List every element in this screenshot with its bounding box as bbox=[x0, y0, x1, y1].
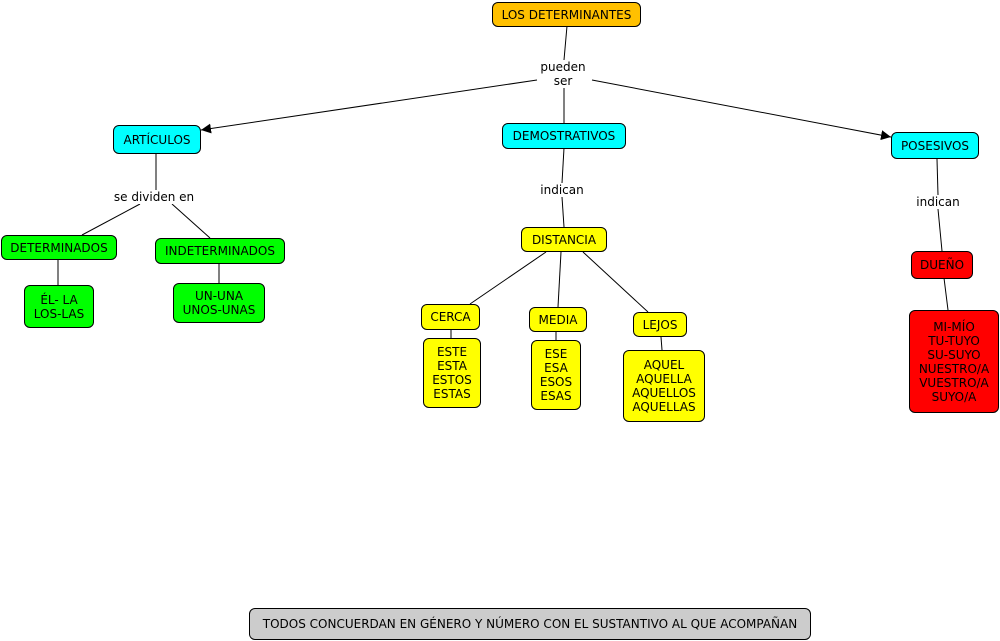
link-label-to-determinados bbox=[81, 203, 141, 236]
node-lejos[interactable]: LEJOS bbox=[633, 312, 687, 337]
root-node-los-determinantes[interactable]: LOS DETERMINANTES bbox=[492, 2, 641, 27]
link-label-to-indeterminados bbox=[171, 203, 211, 239]
arrow-to-articulos bbox=[200, 79, 538, 134]
node-cerca[interactable]: CERCA bbox=[421, 304, 480, 330]
articulos-link-label: se dividen en bbox=[111, 190, 197, 204]
posesivos-link-label: indican bbox=[914, 195, 962, 209]
node-dueno-examples[interactable]: MI-MÍO TU-TUYO SU-SUYO NUESTRO/A VUESTRO… bbox=[909, 310, 999, 413]
node-dueno[interactable]: DUEÑO bbox=[911, 251, 973, 279]
node-determinados-examples[interactable]: ÉL- LA LOS-LAS bbox=[24, 285, 94, 328]
node-indeterminados[interactable]: INDETERMINADOS bbox=[155, 238, 285, 264]
link-distancia-to-lejos bbox=[582, 251, 649, 313]
arrow-to-posesivos bbox=[591, 79, 892, 141]
node-demostrativos[interactable]: DEMOSTRATIVOS bbox=[502, 123, 626, 149]
node-lejos-examples[interactable]: AQUEL AQUELLA AQUELLOS AQUELLAS bbox=[623, 350, 705, 422]
node-distancia[interactable]: DISTANCIA bbox=[521, 227, 607, 252]
link-lejos-to-examples bbox=[660, 336, 663, 351]
note-concordancia[interactable]: TODOS CONCUERDAN EN GÉNERO Y NÚMERO CON … bbox=[249, 608, 811, 640]
link-dueno-to-examples bbox=[943, 277, 949, 311]
demostrativos-link-label: indican bbox=[538, 183, 586, 197]
node-media[interactable]: MEDIA bbox=[529, 307, 587, 332]
link-demostrativos-to-label bbox=[561, 147, 565, 184]
link-distancia-to-media bbox=[557, 251, 562, 308]
root-link-label: pueden ser bbox=[538, 60, 588, 88]
node-articulos[interactable]: ARTÍCULOS bbox=[113, 125, 201, 154]
link-label-to-dueno bbox=[937, 208, 943, 252]
node-determinados[interactable]: DETERMINADOS bbox=[1, 235, 117, 260]
node-indeterminados-examples[interactable]: UN-UNA UNOS-UNAS bbox=[173, 283, 265, 323]
link-distancia-to-cerca bbox=[469, 251, 547, 305]
node-media-examples[interactable]: ESE ESA ESOS ESAS bbox=[531, 340, 581, 410]
link-root-to-label bbox=[563, 25, 568, 61]
link-posesivos-to-label bbox=[936, 158, 939, 196]
link-label-to-distancia bbox=[561, 196, 565, 228]
node-posesivos[interactable]: POSESIVOS bbox=[891, 132, 979, 159]
node-cerca-examples[interactable]: ESTE ESTA ESTOS ESTAS bbox=[423, 338, 481, 408]
